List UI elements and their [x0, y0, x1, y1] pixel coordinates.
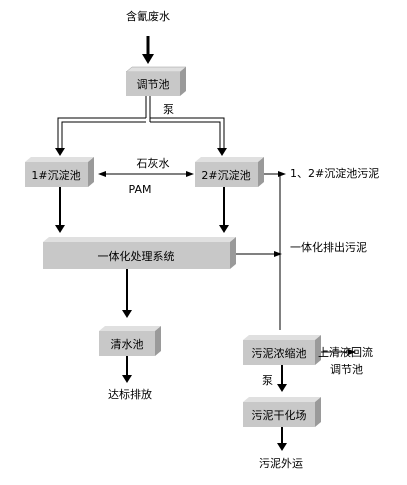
settling-tank-2-box: 2#沉淀池 — [195, 157, 264, 187]
distribution-pipe — [57, 96, 225, 150]
lime-water-label: 石灰水 — [137, 156, 170, 170]
pam-label: PAM — [129, 183, 152, 196]
sludge-thickener-label: 污泥浓缩池 — [252, 347, 307, 360]
settling-sludge-arrowhead — [278, 171, 286, 177]
clear-water-tank-label: 清水池 — [111, 338, 144, 351]
input-arrow — [142, 36, 154, 64]
system-to-clearwater-arrow — [122, 269, 132, 318]
pump-label-2: 泵 — [262, 374, 273, 387]
integrated-sludge-line — [236, 251, 282, 257]
pump-label-1: 泵 — [163, 103, 174, 116]
regulating-tank-label: 调节池 — [137, 78, 170, 91]
integrated-sludge-label: 一体化排出污泥 — [290, 240, 367, 254]
settling-to-system-arrows — [55, 187, 229, 233]
settling-sludge-label: 1、2#沉淀池污泥 — [290, 166, 379, 180]
sludge-thickener-box: 污泥浓缩池 — [243, 335, 321, 365]
supernatant-return-arrow — [321, 349, 356, 355]
settling-tank-1-label: 1#沉淀池 — [31, 168, 80, 182]
settling-tank-2-label: 2#沉淀池 — [201, 168, 250, 182]
supernatant-return-label-line1: 上清液回流 — [318, 345, 373, 359]
sludge-drying-bed-label: 污泥干化场 — [252, 408, 307, 422]
lime-water-double-arrow — [98, 171, 194, 177]
clear-water-tank-box: 清水池 — [99, 326, 161, 356]
input-label: 含氰废水 — [126, 9, 170, 23]
clearwater-to-discharge-arrow — [122, 356, 132, 383]
integrated-system-label: 一体化处理系统 — [98, 249, 175, 263]
discharge-label: 达标排放 — [108, 387, 152, 401]
sludge-out-label: 污泥外运 — [259, 457, 303, 470]
thickener-to-drying-arrow — [277, 365, 287, 392]
regulating-tank-box: 调节池 — [125, 66, 187, 96]
settling-tank-1-box: 1#沉淀池 — [25, 157, 94, 187]
settling-sludge-line — [264, 173, 281, 330]
drying-to-out-arrow — [277, 427, 287, 451]
supernatant-return-label-line2: 调节池 — [330, 363, 363, 376]
sludge-drying-bed-box: 污泥干化场 — [243, 397, 321, 427]
distribution-arrowheads — [55, 148, 227, 156]
integrated-system-box: 一体化处理系统 — [43, 237, 236, 269]
